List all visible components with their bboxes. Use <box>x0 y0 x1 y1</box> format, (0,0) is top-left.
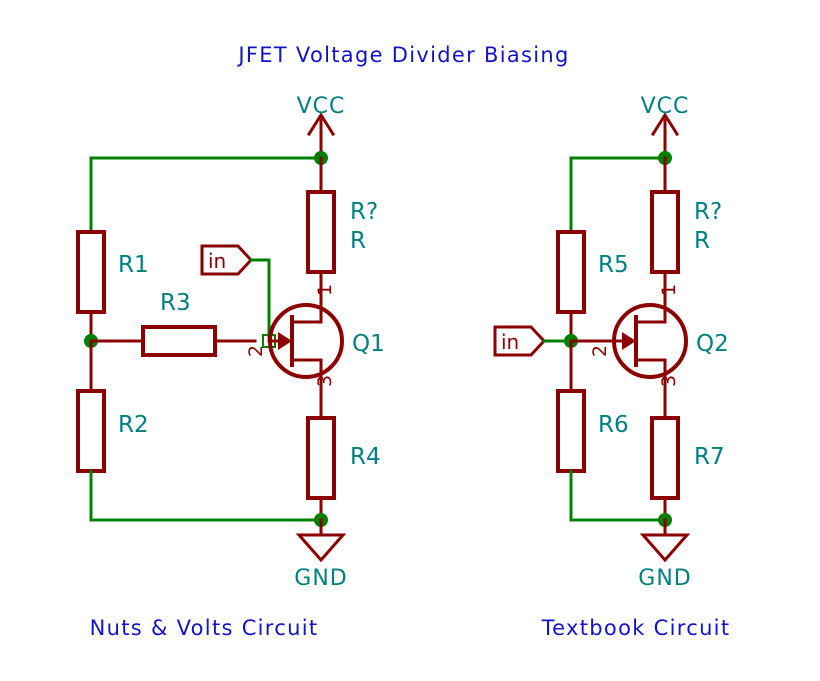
gnd-symbol-left: GND <box>294 513 347 591</box>
input-port-left[interactable]: in <box>200 244 254 276</box>
resistor-rq-left-value: R <box>350 228 366 254</box>
resistor-r3-label: R3 <box>160 290 191 316</box>
resistor-rq-right-reference: R? <box>694 199 722 225</box>
vcc-label-right: VCC <box>641 94 690 119</box>
q2-pin-drain-number: 1 <box>658 284 680 296</box>
wire-gnd-rail-left <box>89 469 323 522</box>
q1-pin-source-number: 3 <box>314 375 336 387</box>
circuit-right: VCC R5 in R6 <box>493 94 731 640</box>
q2-pin-source-number: 3 <box>658 375 680 387</box>
caption-left: Nuts & Volts Circuit <box>90 616 319 640</box>
resistor-r5-label: R5 <box>598 252 629 278</box>
resistor-r4: R4 <box>306 378 381 522</box>
resistor-r3: R3 <box>89 290 257 357</box>
caption-right: Textbook Circuit <box>541 616 731 640</box>
transistor-q1-label: Q1 <box>352 331 385 357</box>
resistor-r6-label: R6 <box>598 412 629 438</box>
circuit-left: VCC R1 R2 R3 <box>76 94 385 640</box>
input-port-left-label: in <box>208 249 226 273</box>
resistor-rq-left: R? R <box>306 156 378 305</box>
diagram-title: JFET Voltage Divider Biasing <box>236 43 569 67</box>
transistor-q2-label: Q2 <box>696 331 729 357</box>
resistor-rq-right: R? R <box>650 156 722 305</box>
resistor-r4-label: R4 <box>350 444 381 470</box>
input-port-right[interactable]: in <box>493 325 547 357</box>
gnd-symbol-right: GND <box>638 513 691 591</box>
resistor-r7-label: R7 <box>694 444 725 470</box>
transistor-q1: 1 2 3 Q1 <box>245 284 385 387</box>
resistor-rq-left-reference: R? <box>350 199 378 225</box>
resistor-r5: R5 <box>556 230 629 343</box>
vcc-symbol-right: VCC <box>641 94 690 160</box>
gnd-label-left: GND <box>294 566 347 591</box>
vcc-label-left: VCC <box>297 94 346 119</box>
wire-input-to-gate-left <box>249 258 271 343</box>
q2-pin-gate-number: 2 <box>589 345 611 357</box>
q1-pin-gate-number: 2 <box>245 345 267 357</box>
wire-gnd-rail-right <box>569 469 667 522</box>
resistor-r2-label: R2 <box>118 412 149 438</box>
gnd-label-right: GND <box>638 566 691 591</box>
resistor-r1-label: R1 <box>118 252 149 278</box>
input-port-right-label: in <box>501 330 519 354</box>
q1-pin-drain-number: 1 <box>314 284 336 296</box>
resistor-rq-right-value: R <box>694 228 710 254</box>
resistor-r2: R2 <box>76 339 149 473</box>
resistor-r7: R7 <box>650 378 725 522</box>
